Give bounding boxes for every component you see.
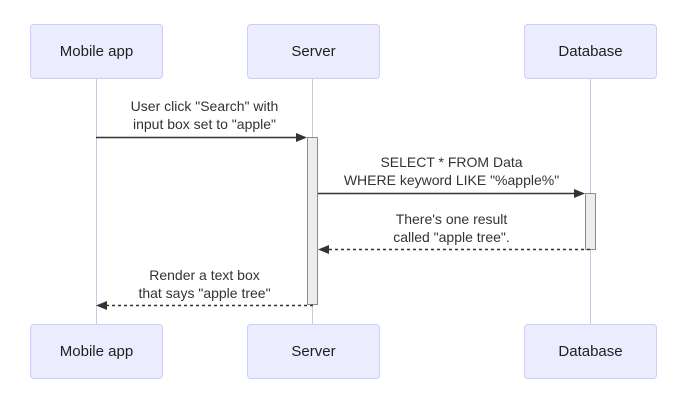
activation-bar-server — [307, 137, 318, 305]
participant-label: Server — [291, 43, 336, 60]
participant-label: Database — [558, 343, 623, 360]
participant-box-server-top: Server — [247, 24, 380, 79]
message-label-2: SELECT * FROM Data WHERE keyword LIKE "%… — [343, 154, 560, 188]
message-label-3: There's one result called "apple tree". — [393, 211, 510, 245]
message-arrow-1 — [96, 133, 307, 142]
message-label-1: User click "Search" with input box set t… — [130, 98, 279, 132]
lifeline-mobile-app — [96, 79, 97, 325]
participant-label: Mobile app — [59, 343, 134, 360]
activation-bar-database — [585, 193, 596, 250]
message-arrow-3 — [318, 245, 590, 254]
message-label-4: Render a text box that says "apple tree" — [138, 267, 271, 301]
participant-label: Database — [558, 43, 623, 60]
message-arrow-2 — [318, 189, 585, 198]
participant-box-database-top: Database — [524, 24, 657, 79]
participant-box-mobile-app-top: Mobile app — [30, 24, 163, 79]
participant-box-server-bottom: Server — [247, 324, 380, 379]
message-arrow-4 — [96, 301, 313, 310]
participant-box-database-bottom: Database — [524, 324, 657, 379]
participant-label: Mobile app — [59, 43, 134, 60]
participant-box-mobile-app-bottom: Mobile app — [30, 324, 163, 379]
participant-label: Server — [291, 343, 336, 360]
